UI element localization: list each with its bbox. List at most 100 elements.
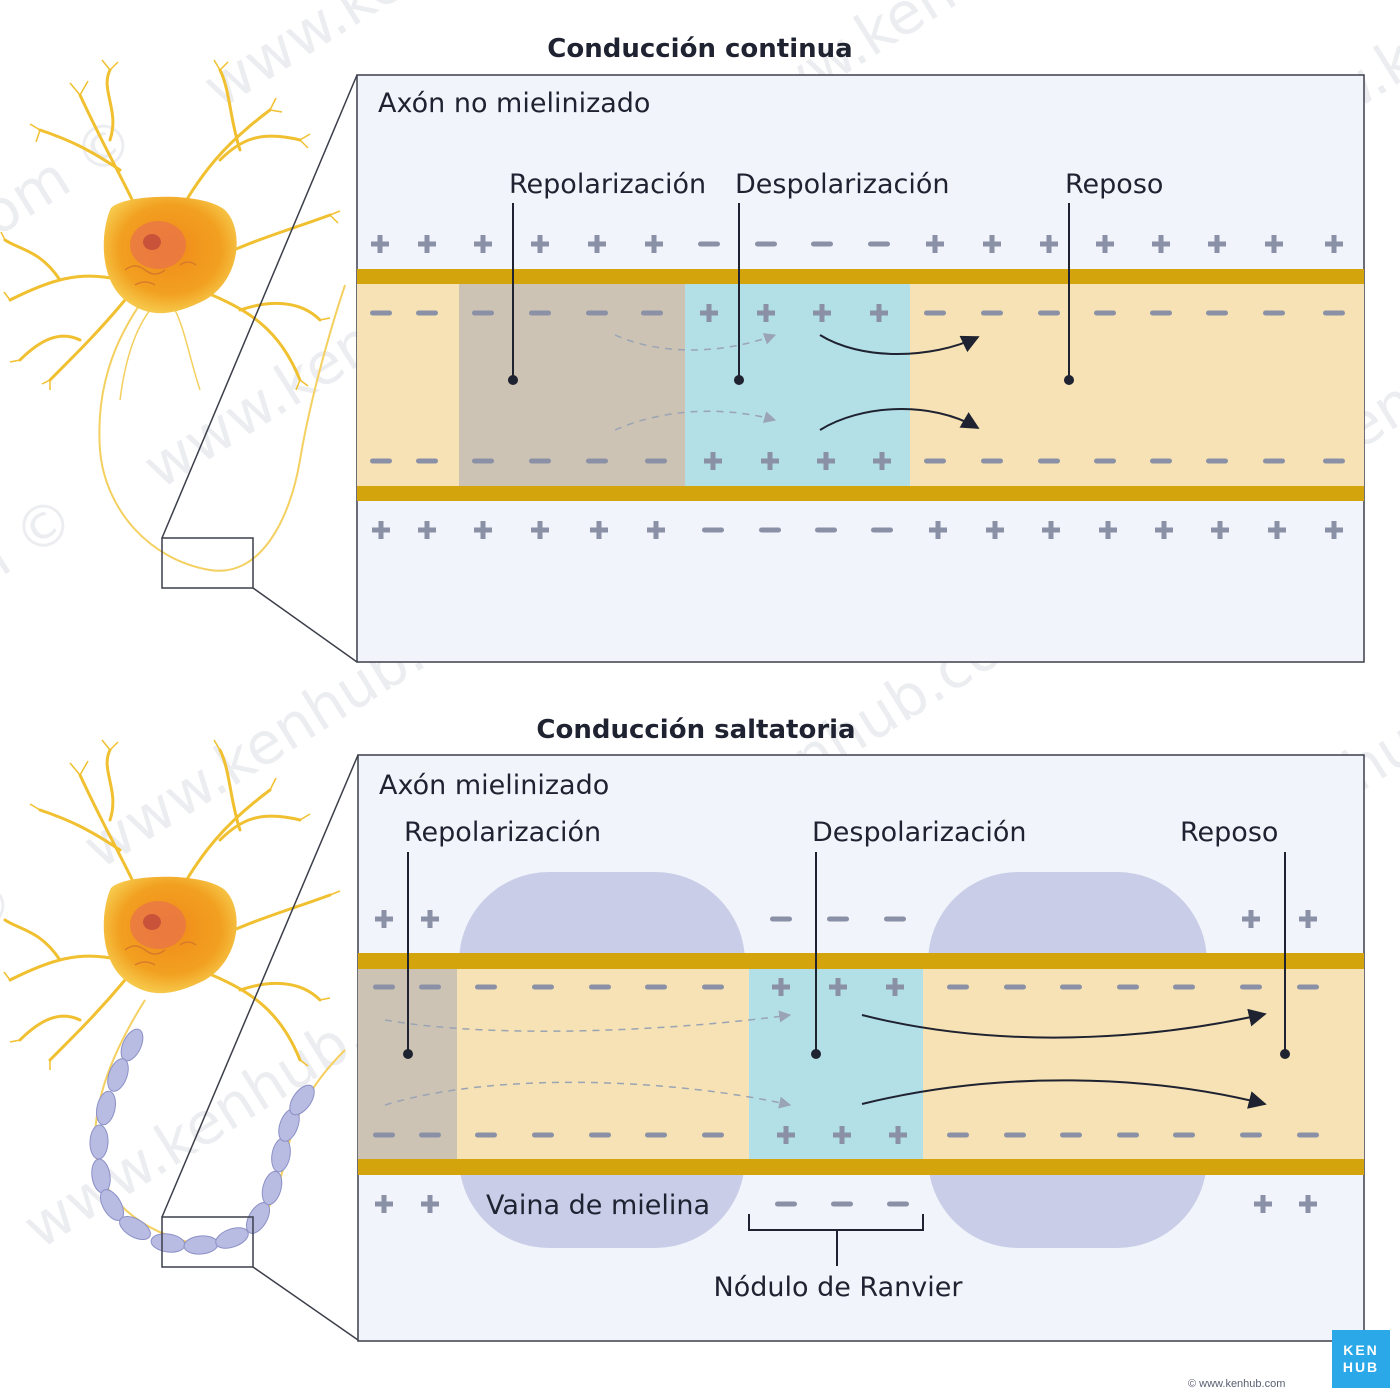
negative-charge xyxy=(868,241,890,247)
axon-membrane-upper xyxy=(358,953,1364,969)
negative-charge xyxy=(370,458,392,464)
positive-charge xyxy=(1208,235,1226,253)
negative-charge xyxy=(589,984,611,990)
positive-charge xyxy=(889,1126,907,1144)
negative-charge xyxy=(373,984,395,990)
positive-charge xyxy=(474,235,492,253)
negative-charge xyxy=(815,527,837,533)
negative-charge xyxy=(416,310,438,316)
positive-charge xyxy=(777,1126,795,1144)
positive-charge xyxy=(531,521,549,539)
positive-charge xyxy=(1040,235,1058,253)
negative-charge xyxy=(1206,310,1228,316)
current-flow-arrow xyxy=(614,410,777,431)
negative-charge xyxy=(981,458,1003,464)
negative-charge xyxy=(1004,984,1026,990)
negative-charge xyxy=(589,1132,611,1138)
negative-charge xyxy=(924,310,946,316)
negative-charge xyxy=(1060,984,1082,990)
negative-charge xyxy=(419,1132,441,1138)
positive-charge xyxy=(929,521,947,539)
positive-charge xyxy=(372,521,390,539)
positive-charge xyxy=(588,235,606,253)
current-flow-arrow xyxy=(384,1010,792,1032)
positive-charge xyxy=(375,1195,393,1213)
pointer-dot xyxy=(811,1049,821,1059)
negative-charge xyxy=(755,241,777,247)
positive-charge xyxy=(421,910,439,928)
myelin-segment xyxy=(150,1233,186,1253)
positive-charge xyxy=(757,304,775,322)
propagation-arrow xyxy=(819,408,980,431)
zoom-box xyxy=(161,1216,254,1268)
pointer-dot xyxy=(508,375,518,385)
membrane-charges xyxy=(370,235,1345,539)
positive-charge xyxy=(1325,521,1343,539)
negative-charge xyxy=(1173,984,1195,990)
negative-charge xyxy=(1173,1132,1195,1138)
positive-charge xyxy=(1042,521,1060,539)
depolarization-zone xyxy=(749,969,923,1159)
depolarization-zone xyxy=(685,284,910,486)
negative-charge xyxy=(373,1132,395,1138)
unmyelinated-axon-heading: Axón no mielinizado xyxy=(378,88,650,119)
positive-charge xyxy=(983,235,1001,253)
positive-charge xyxy=(761,452,779,470)
negative-charge xyxy=(532,1132,554,1138)
negative-charge xyxy=(1038,458,1060,464)
negative-charge xyxy=(811,241,833,247)
negative-charge xyxy=(1060,1132,1082,1138)
repolarization-label: Repolarización xyxy=(404,817,601,848)
propagation-arrow xyxy=(861,1079,1267,1109)
negative-charge xyxy=(831,1201,853,1207)
positive-charge xyxy=(817,452,835,470)
negative-charge xyxy=(1240,984,1262,990)
negative-charge xyxy=(1117,1132,1139,1138)
myelin-segment xyxy=(96,1090,116,1126)
myelin-segment xyxy=(289,1084,315,1116)
continuous-conduction-title: Conducción continua xyxy=(547,34,852,64)
positive-charge xyxy=(813,304,831,322)
saltatory-conduction-diagram: Conducción saltatoria xyxy=(3,715,1365,1342)
positive-charge xyxy=(1268,521,1286,539)
label-leader-lines xyxy=(512,203,1070,380)
positive-charge xyxy=(870,304,888,322)
positive-charge xyxy=(1096,235,1114,253)
negative-charge xyxy=(1150,310,1172,316)
continuous-conduction-diagram: Conducción continua xyxy=(0,34,1365,663)
negative-charge xyxy=(532,984,554,990)
positive-charge xyxy=(371,235,389,253)
repolarization-zone xyxy=(459,284,685,486)
positive-charge xyxy=(418,235,436,253)
positive-charge xyxy=(1299,1195,1317,1213)
depolarization-label: Despolarización xyxy=(735,169,949,200)
positive-charge xyxy=(418,521,436,539)
positive-charge xyxy=(704,452,722,470)
myelin-sheath-label: Vaina de mielina xyxy=(486,1190,710,1221)
positive-charge xyxy=(375,910,393,928)
myelin-segment xyxy=(107,1058,129,1092)
positive-charge xyxy=(926,235,944,253)
negative-charge xyxy=(370,310,392,316)
copyright-notice: © www.kenhub.com xyxy=(1188,1378,1286,1390)
negative-charge xyxy=(947,1132,969,1138)
negative-charge xyxy=(924,458,946,464)
negative-charge xyxy=(887,1201,909,1207)
myelin-segment xyxy=(119,1215,151,1241)
positive-charge xyxy=(1242,910,1260,928)
positive-charge xyxy=(873,452,891,470)
positive-charge xyxy=(1299,910,1317,928)
negative-charge xyxy=(884,916,906,922)
negative-charge xyxy=(1240,1132,1262,1138)
node-of-ranvier-label: Nódulo de Ranvier xyxy=(714,1272,964,1303)
positive-charge xyxy=(1265,235,1283,253)
negative-charge xyxy=(1297,984,1319,990)
negative-charge xyxy=(1206,458,1228,464)
depolarization-label: Despolarización xyxy=(812,817,1026,848)
saltatory-conduction-title: Conducción saltatoria xyxy=(536,715,855,745)
positive-charge xyxy=(1211,521,1229,539)
negative-charge xyxy=(645,458,667,464)
negative-charge xyxy=(770,916,792,922)
negative-charge xyxy=(1150,458,1172,464)
watermark-text: www.kenhub.com © xyxy=(0,482,86,852)
